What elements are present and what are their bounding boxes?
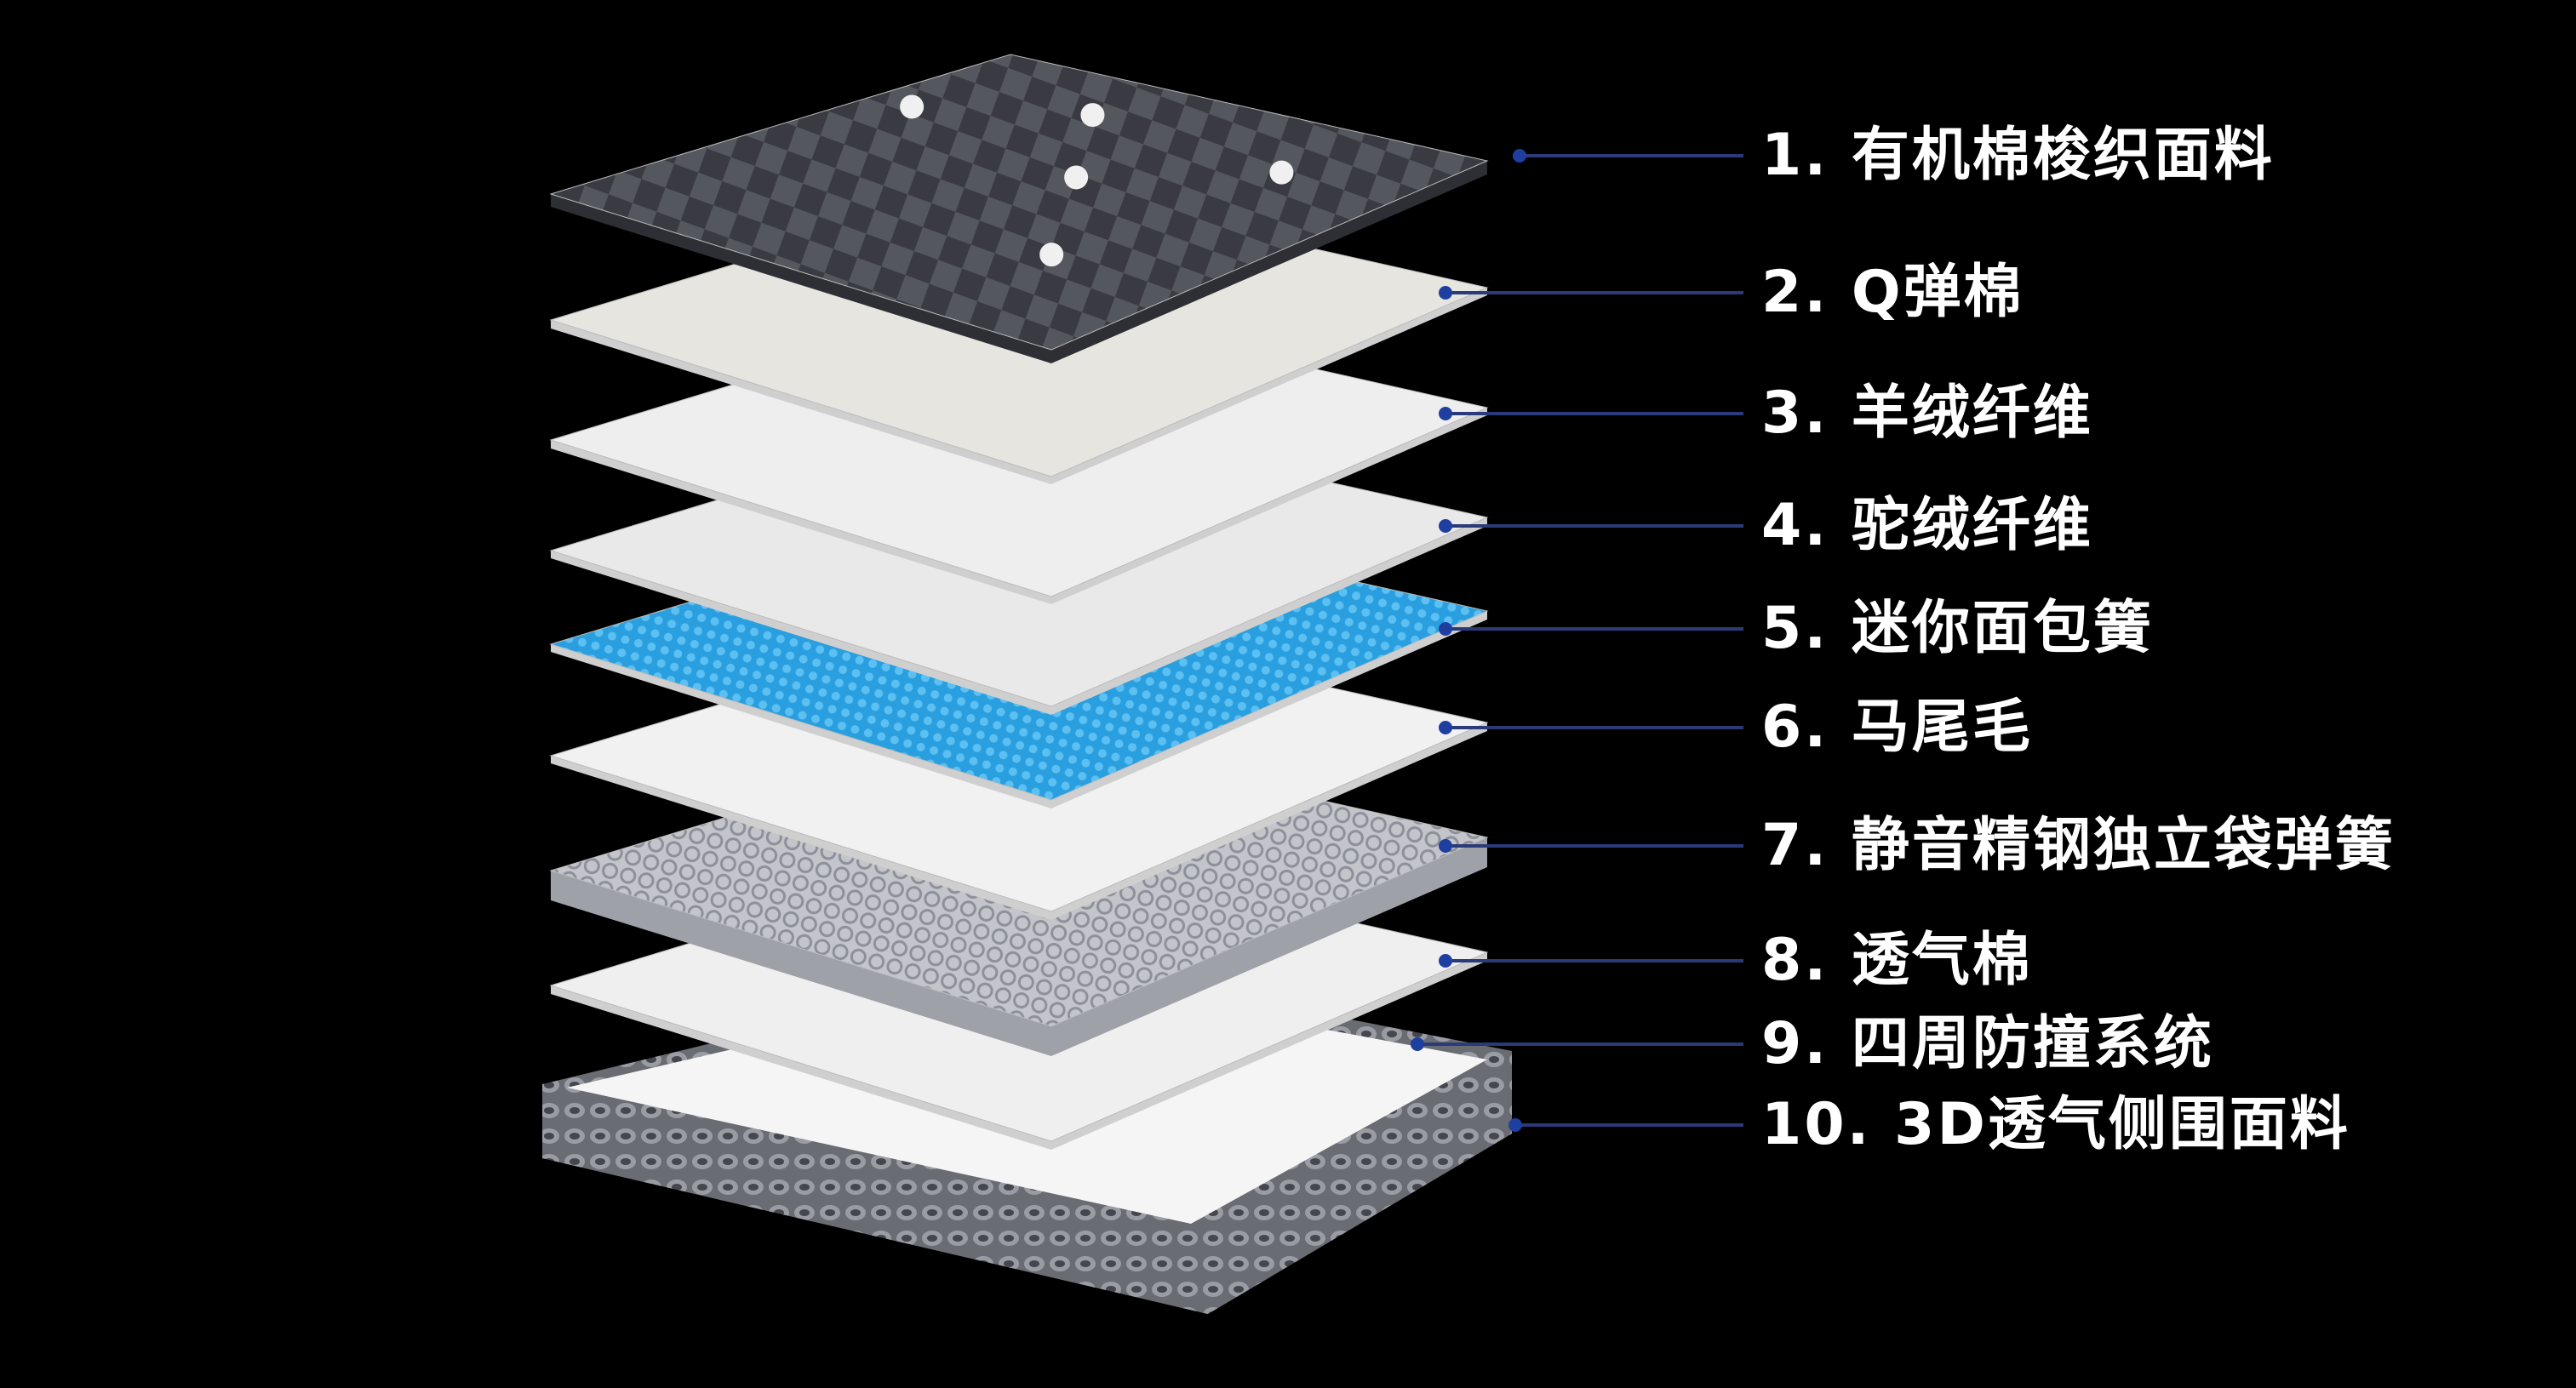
side-fabric-front [542, 1051, 1512, 1314]
leader-dot-8 [1439, 954, 1452, 968]
leader-dot-10 [1508, 1118, 1522, 1132]
layer-edge-2 [551, 288, 1487, 484]
layer-edge-1 [551, 161, 1487, 363]
leader-dot-7 [1439, 839, 1452, 853]
leader-dot-3 [1439, 407, 1452, 420]
leader-dot-5 [1439, 622, 1452, 636]
tufting-button [1064, 165, 1089, 190]
layer-label-8: 8. 透气棉 [1761, 927, 2033, 994]
tufting-button [1080, 103, 1105, 128]
layer-edge-3 [551, 408, 1487, 604]
leader-dot-2 [1439, 286, 1452, 300]
tufting-button [900, 94, 924, 119]
layer-label-9: 9. 四周防撞系统 [1761, 1010, 2214, 1077]
leader-dot-9 [1411, 1037, 1424, 1051]
tufting-button [1039, 243, 1064, 267]
tufting-button [1269, 160, 1294, 185]
leader-dot-6 [1439, 721, 1452, 734]
layer-label-4: 4. 驼绒纤维 [1761, 492, 2093, 559]
leader-dot-4 [1439, 519, 1452, 533]
layer-sheet-1 [549, 54, 1489, 351]
layer-edge-5 [551, 611, 1487, 808]
layer-label-5: 5. 迷你面包簧 [1761, 595, 2154, 662]
layer-edge-8 [551, 952, 1487, 1150]
layer-label-3: 3. 羊绒纤维 [1761, 380, 2093, 447]
layer-label-10: 10. 3D透气侧围面料 [1761, 1091, 2350, 1158]
layer-label-2: 2. Q弹棉 [1761, 259, 2024, 326]
layer-label-6: 6. 马尾毛 [1761, 694, 2033, 761]
layer-label-7: 7. 静音精钢独立袋弹簧 [1761, 812, 2396, 879]
leader-dot-1 [1513, 149, 1526, 163]
layer-edge-4 [551, 517, 1487, 715]
layer-edge-7 [551, 837, 1487, 1056]
layer-label-1: 1. 有机棉梭织面料 [1761, 122, 2275, 189]
layer-edge-6 [551, 723, 1487, 920]
